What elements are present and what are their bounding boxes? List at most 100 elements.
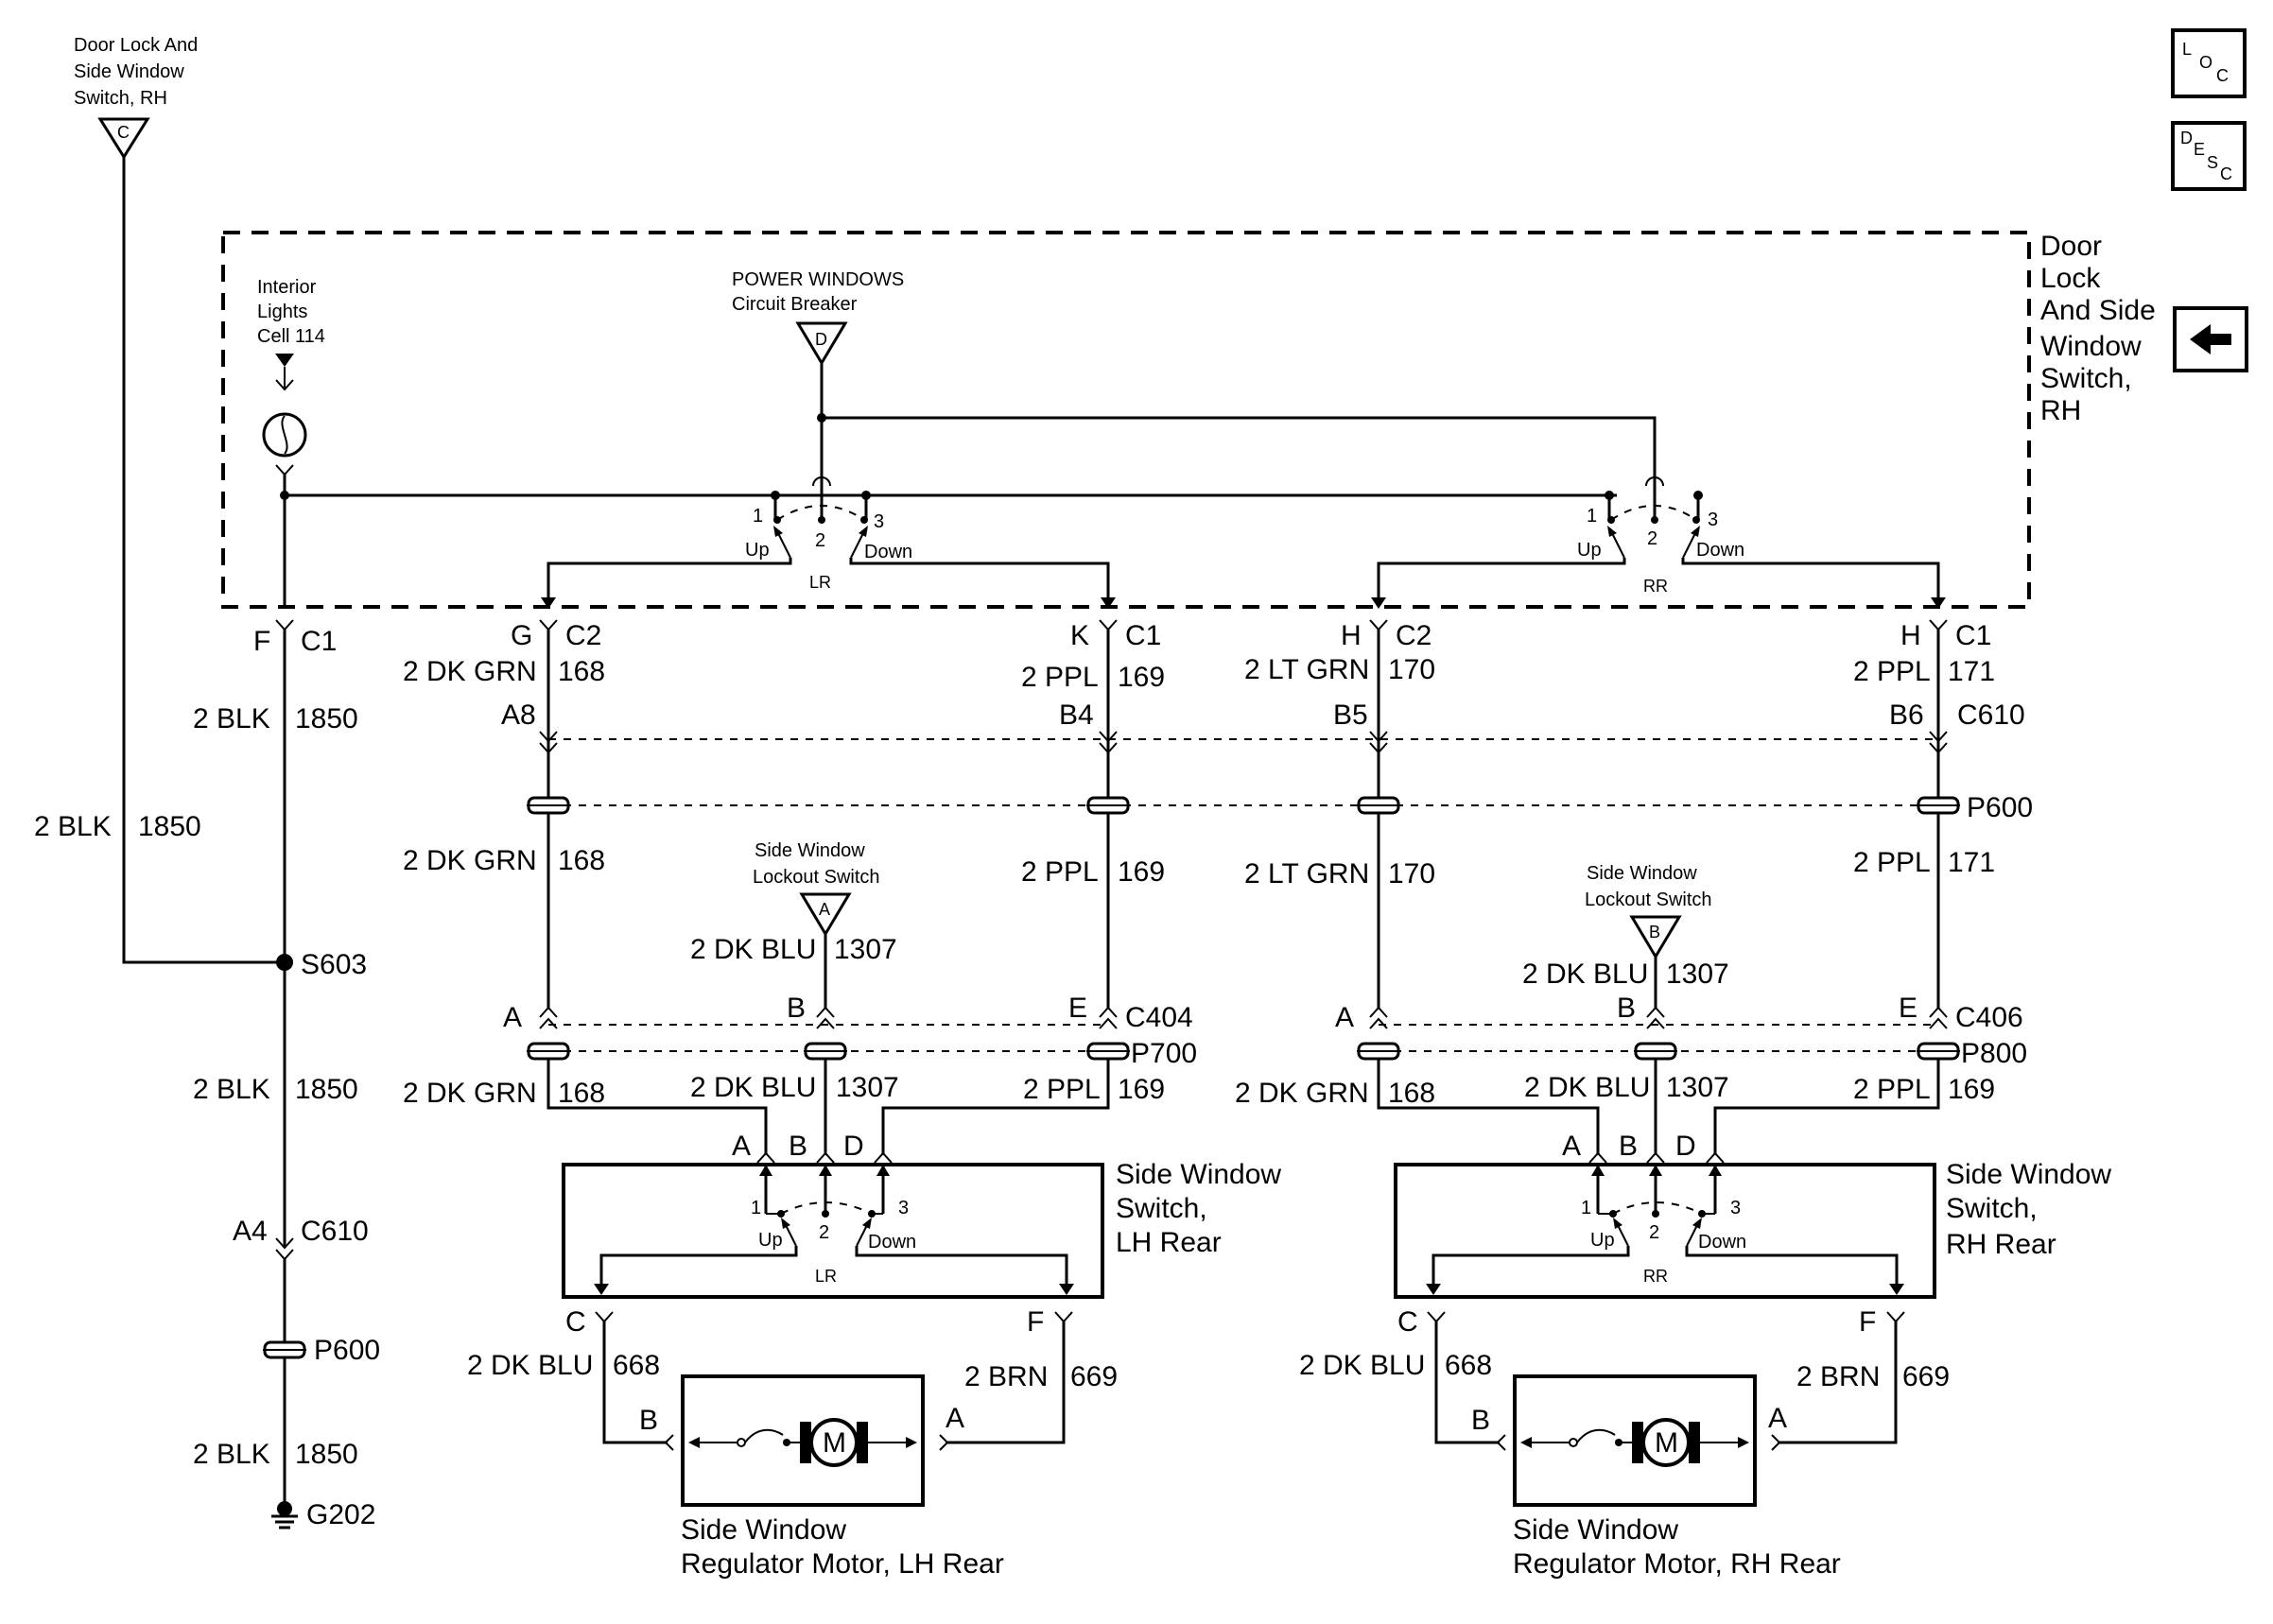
wire-color-label: 2 DK BLU: [1299, 1350, 1425, 1381]
splice-label: S603: [301, 949, 367, 980]
ref-label-line2: Side Window: [74, 61, 184, 82]
wire-color-label: 2 BLK: [193, 703, 270, 734]
wire-color-label: 2 DK GRN: [403, 845, 537, 876]
module-label: Door Lock And Side Window Switch, RH: [2040, 231, 2156, 426]
svg-text:Lock: Lock: [2040, 263, 2101, 294]
svg-text:Side Window: Side Window: [1513, 1514, 1678, 1546]
arrow-left-icon[interactable]: [2173, 306, 2248, 372]
conn-p600-label: P600: [314, 1335, 380, 1366]
wire-number-label: 168: [1388, 1078, 1435, 1109]
wire-number-label: 171: [1948, 656, 1995, 687]
wire-color-label: 2 LT GRN: [1244, 858, 1369, 890]
rh-motor-label: Side Window Regulator Motor, RH Rear: [1513, 1514, 1841, 1580]
svg-text:A: A: [1768, 1403, 1787, 1434]
svg-text:A: A: [732, 1131, 751, 1162]
conn-c404: A B E C404: [503, 993, 1193, 1033]
svg-text:S: S: [2207, 153, 2218, 172]
svg-text:C: C: [565, 1306, 586, 1338]
svg-text:3: 3: [1730, 1198, 1741, 1218]
wire-number-label: 171: [1948, 847, 1995, 878]
svg-text:1: 1: [1587, 506, 1597, 527]
inline-p800: P800: [1357, 1038, 2027, 1069]
svg-text:Side Window: Side Window: [1946, 1159, 2111, 1190]
svg-text:Down: Down: [864, 542, 912, 562]
inline-p700: P700: [527, 1038, 1197, 1069]
svg-text:Regulator Motor, LH Rear: Regulator Motor, LH Rear: [681, 1548, 1004, 1580]
rh-rear-regulator-motor[interactable]: B A M: [1471, 1374, 1787, 1507]
wire-number-label: 1850: [295, 1439, 358, 1470]
lh-motor-label: Side Window Regulator Motor, LH Rear: [681, 1514, 1004, 1580]
svg-text:Cell 114: Cell 114: [257, 326, 325, 347]
wire-number-label: 169: [1118, 856, 1165, 888]
wire-color-label: 2 BLK: [193, 1074, 270, 1105]
svg-text:Circuit Breaker: Circuit Breaker: [732, 294, 858, 315]
switch-lr-module: 1 2 3 Up Down LR: [745, 476, 912, 592]
power-windows-breaker-ref: POWER WINDOWS Circuit Breaker D: [732, 269, 904, 366]
conn-k-c1: K C1: [1070, 619, 1161, 651]
svg-text:Switch,: Switch,: [1946, 1193, 2038, 1224]
conn-c406: A B E C406: [1335, 993, 2023, 1033]
conn-c610-label: C610: [301, 1216, 369, 1247]
svg-text:C: C: [1397, 1306, 1418, 1338]
conn-a4-label: A4: [233, 1216, 268, 1247]
svg-text:Switch,: Switch,: [2040, 363, 2132, 394]
location-icon[interactable]: LOC: [2171, 28, 2247, 98]
lh-rear-switch[interactable]: 1 2 3 Up Down LR: [562, 1163, 1104, 1299]
svg-text:Window: Window: [2040, 331, 2142, 362]
ref-label-line1: Door Lock And: [74, 35, 198, 56]
svg-text:E: E: [2194, 140, 2205, 159]
wire-number-label: 169: [1948, 1074, 1995, 1105]
svg-text:RH Rear: RH Rear: [1946, 1229, 2056, 1260]
svg-text:Interior: Interior: [257, 277, 317, 298]
wire-number-label: 668: [613, 1350, 660, 1381]
svg-text:B: B: [789, 1131, 807, 1162]
svg-text:Lights: Lights: [257, 302, 307, 322]
svg-text:B: B: [639, 1405, 658, 1436]
svg-text:O: O: [2199, 53, 2212, 72]
svg-text:E: E: [1899, 993, 1917, 1024]
svg-text:Side Window: Side Window: [681, 1514, 846, 1546]
svg-text:2: 2: [1649, 1222, 1659, 1243]
wire-color-label: 2 LT GRN: [1244, 654, 1369, 685]
svg-text:A: A: [946, 1403, 964, 1434]
wire-number-label: 168: [558, 1078, 605, 1109]
wire-color-label: 2 DK BLU: [690, 1072, 816, 1103]
ref-door-lock-switch-rh[interactable]: Door Lock And Side Window Switch, RH C: [74, 35, 198, 160]
lh-rear-regulator-motor[interactable]: B A M: [639, 1374, 964, 1507]
ground-g202: [271, 1501, 298, 1529]
svg-text:1: 1: [1581, 1198, 1591, 1218]
lh-outputs: C F: [565, 1306, 1073, 1338]
wire-color-label: 2 BLK: [34, 811, 112, 842]
rh-rear-switch[interactable]: 1 2 3 Up Down RR: [1394, 1163, 1936, 1299]
svg-text:3: 3: [874, 511, 884, 532]
wire-color-label: 2 DK GRN: [403, 1078, 537, 1109]
wire-color-label: 2 DK BLU: [690, 934, 816, 965]
svg-text:C404: C404: [1125, 1002, 1193, 1033]
rh-switch-pins: A B D: [1562, 1131, 1725, 1164]
conn-a8-label: A8: [501, 700, 536, 731]
svg-text:Down: Down: [1698, 1232, 1746, 1253]
wire-number-label: 669: [1070, 1361, 1118, 1392]
svg-text:A: A: [1562, 1131, 1581, 1162]
svg-text:D: D: [843, 1131, 864, 1162]
svg-text:LR: LR: [815, 1267, 837, 1286]
svg-text:H: H: [1341, 620, 1362, 651]
svg-text:A: A: [819, 900, 830, 919]
svg-text:C2: C2: [1396, 620, 1431, 651]
wire-number-label: 170: [1388, 654, 1435, 685]
svg-text:P700: P700: [1131, 1038, 1197, 1069]
svg-text:C: C: [2220, 164, 2232, 183]
wire-color-label: 2 PPL: [1853, 847, 1931, 878]
svg-text:M: M: [1655, 1427, 1678, 1459]
svg-text:RR: RR: [1643, 577, 1668, 596]
wire-color-label: 2 BRN: [1796, 1361, 1880, 1392]
svg-text:Door: Door: [2040, 231, 2102, 262]
wire-number-label: 169: [1118, 1074, 1165, 1105]
svg-text:B: B: [787, 993, 806, 1024]
svg-text:Regulator Motor, RH Rear: Regulator Motor, RH Rear: [1513, 1548, 1841, 1580]
svg-text:G: G: [511, 620, 532, 651]
svg-text:1: 1: [751, 1198, 761, 1218]
wire-number-label: 1850: [138, 811, 201, 842]
svg-text:F: F: [1027, 1306, 1044, 1338]
